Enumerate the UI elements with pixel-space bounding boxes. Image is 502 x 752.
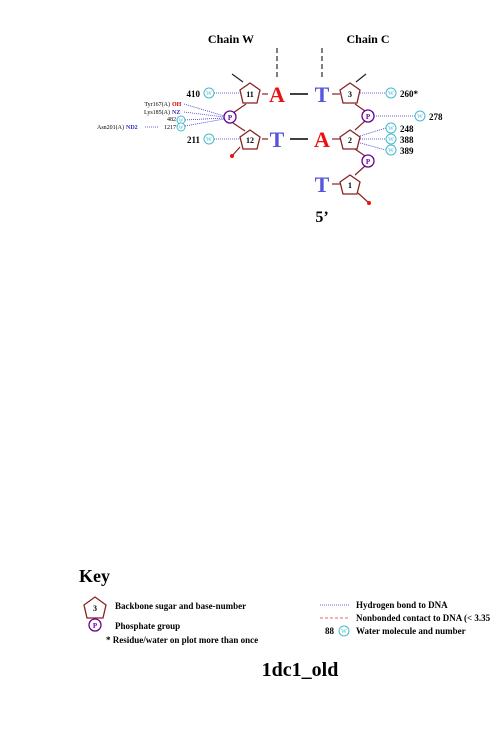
water-1217	[176, 122, 186, 132]
base-t-chain-c-3: T	[315, 82, 330, 107]
sugar-pentagon-12	[239, 129, 261, 150]
key-water-example-number: 88	[325, 626, 335, 636]
backbone-p-2	[354, 120, 366, 131]
key-repeat-note: * Residue/water on plot more than once	[106, 635, 258, 645]
residue-lys185-atom: NZ	[172, 110, 180, 116]
residue-tyr167: Tyr167(A)	[144, 101, 170, 108]
base-t-chain-c-1: T	[315, 172, 330, 197]
sugar-number-12: 12	[246, 136, 254, 145]
key-title: Key	[79, 566, 110, 586]
sugar-number-3: 3	[348, 90, 352, 99]
hbond-tyr167-p	[183, 103, 225, 117]
sugar-pentagon-11	[239, 82, 261, 104]
residue-asn201-name: Asn201(A)	[97, 124, 124, 131]
backbone-stub-3	[355, 73, 367, 83]
five-prime-label: 5’	[315, 209, 328, 226]
residue-tyr167-atom: OH	[172, 102, 182, 108]
water-410-symbol: W	[206, 91, 212, 97]
chain-w-label: Chain W	[208, 32, 254, 46]
key-sugar-pentagon	[83, 596, 107, 619]
phosphate-left-label: P	[228, 114, 233, 122]
residue-lys185-name: Lys185(A)	[144, 109, 170, 116]
water-number-482: 482	[167, 117, 176, 123]
water-1217-symbol: W	[179, 126, 184, 131]
water-number-388: 388	[400, 135, 414, 145]
water-388-symbol: W	[388, 137, 394, 143]
residue-tyr167-name: Tyr167(A)	[144, 101, 170, 108]
water-482-symbol: W	[179, 119, 184, 124]
residue-asn201-atom: ND2	[126, 125, 138, 131]
hbond-sugar2-248	[359, 127, 387, 137]
water-number-278: 278	[429, 112, 443, 122]
key-water-symbol	[338, 625, 350, 637]
key-phosphate-symbol	[88, 618, 102, 632]
sugar-pentagon-1	[339, 174, 361, 195]
key-water-symbol-letter: W	[341, 629, 347, 635]
base-a-chain-w: A	[269, 82, 285, 107]
sugar-number-2: 2	[348, 136, 352, 145]
key-phosphate-symbol-label: P	[93, 622, 98, 630]
key-phosphate-label: Phosphate group	[115, 621, 180, 631]
hbond-1217-p	[184, 118, 225, 127]
water-211-symbol: W	[206, 137, 212, 143]
chain-c-label: Chain C	[346, 32, 389, 46]
key-hbond-label: Hydrogen bond to DNA	[356, 600, 448, 610]
backbone-terminal-12	[231, 146, 241, 157]
water-278	[414, 110, 426, 122]
hbond-lys185-p	[183, 111, 225, 118]
residue-lys185: Lys185(A)	[144, 109, 170, 116]
key-nonbonded-label: Nonbonded contact to DNA (< 3.35	[356, 613, 491, 623]
water-260-symbol: W	[388, 91, 394, 97]
backbone-2-p	[354, 148, 366, 157]
water-number-410: 410	[187, 89, 201, 99]
sugar-pentagon-3	[339, 82, 361, 104]
phosphate-right-lower	[361, 154, 375, 168]
diagram-title: 1dc1_old	[262, 659, 339, 681]
base-a-chain-c-2: A	[314, 127, 330, 152]
water-248-symbol: W	[388, 126, 394, 132]
water-389-symbol: W	[388, 148, 394, 154]
sugar-number-11: 11	[246, 90, 254, 99]
key-sugar-label: Backbone sugar and base-number	[115, 601, 246, 611]
sugar-number-1: 1	[348, 181, 352, 190]
terminal-atom-12	[230, 154, 234, 158]
water-number-1217: 1217	[164, 125, 176, 131]
backbone-terminal-1	[357, 192, 370, 204]
water-388	[385, 133, 397, 145]
phosphate-right-upper-label: P	[366, 113, 371, 121]
hbond-sugar2-389	[359, 142, 387, 151]
terminal-atom-1	[367, 201, 371, 205]
backbone-p-12	[232, 122, 246, 132]
water-248	[385, 122, 397, 134]
water-number-211: 211	[187, 135, 201, 145]
backbone-p-1	[354, 165, 366, 176]
water-389	[385, 144, 397, 156]
water-number-260: 260*	[400, 89, 419, 99]
water-260	[385, 87, 397, 99]
key-water-label: Water molecule and number	[356, 626, 466, 636]
key-sugar-example-number: 3	[93, 604, 97, 613]
phosphate-right-lower-label: P	[366, 158, 371, 166]
water-number-389: 389	[400, 146, 414, 156]
backbone-3-p	[354, 103, 366, 112]
residue-asn201: Asn201(A)	[97, 124, 124, 131]
water-number-248: 248	[400, 124, 414, 134]
base-t-chain-w: T	[270, 127, 285, 152]
sugar-pentagon-2	[339, 129, 361, 150]
water-278-symbol: W	[417, 114, 423, 120]
hbond-482-p	[184, 117, 225, 121]
backbone-stub-11	[231, 73, 244, 83]
backbone-11-p	[232, 103, 247, 114]
